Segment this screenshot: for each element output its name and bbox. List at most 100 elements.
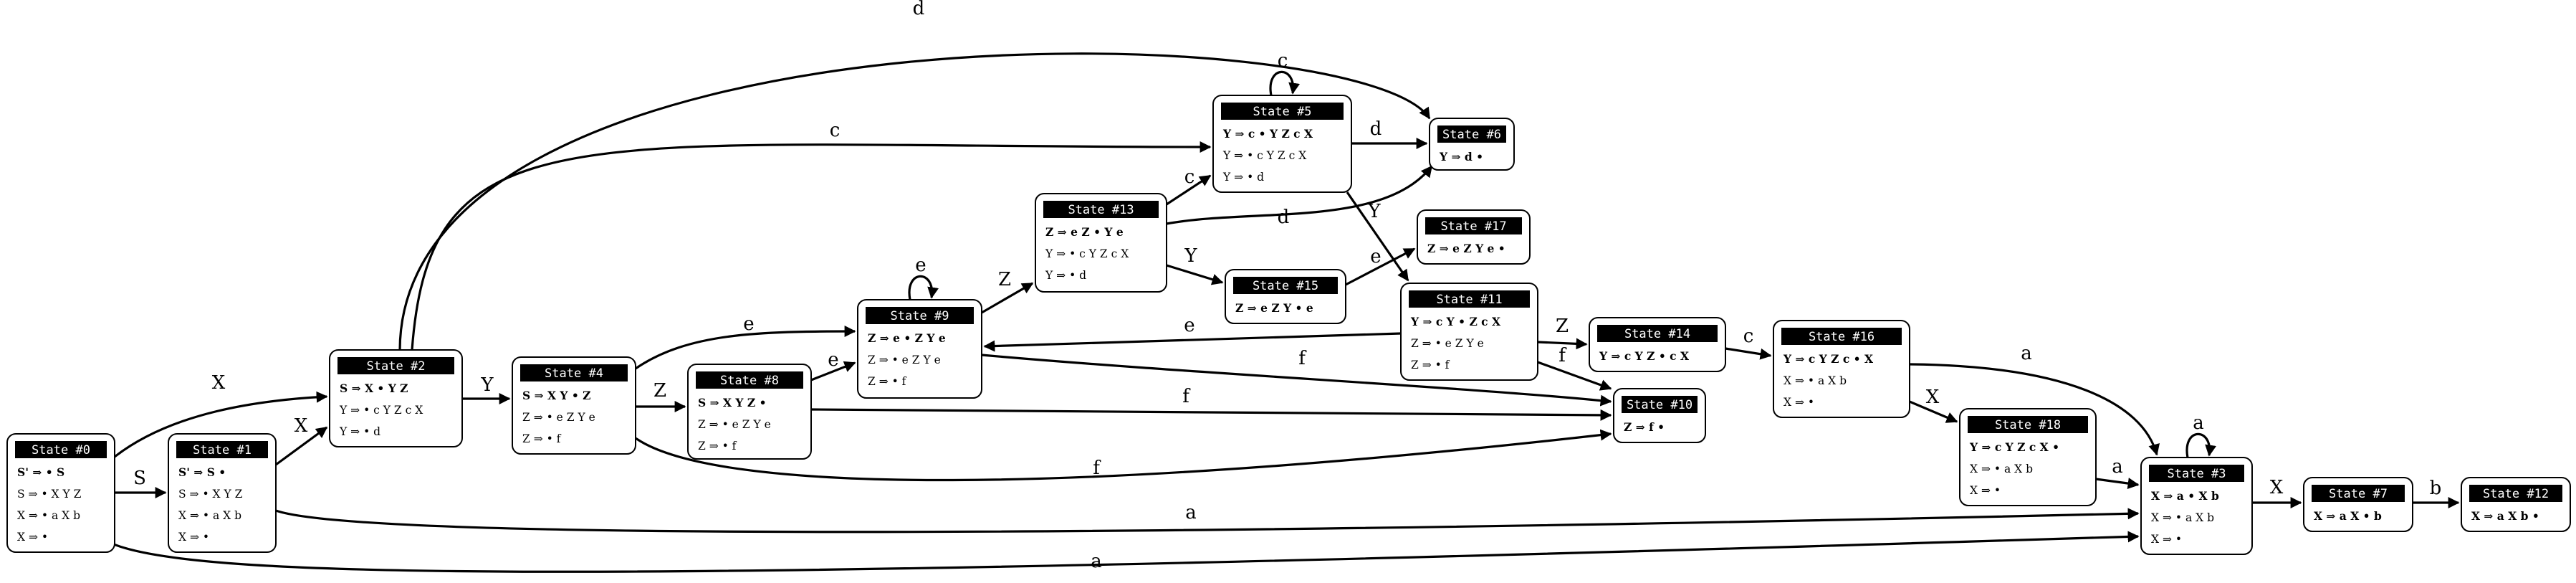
transition-3-to-3 xyxy=(2185,432,2217,458)
state-box xyxy=(6,433,115,553)
state-title: State #14 xyxy=(1624,327,1690,341)
transition-label: e xyxy=(1184,315,1194,336)
transition-label: Z xyxy=(998,269,1011,290)
transition-label: e xyxy=(1370,246,1381,267)
state-header xyxy=(2469,485,2562,502)
state-node-3: State #3X ⇒ a • X bX ⇒ • a X bX ⇒ • xyxy=(2140,457,2253,555)
lr-item: Z ⇒ • f xyxy=(698,440,737,452)
state-title: State #8 xyxy=(720,374,779,388)
lr-item: Z ⇒ • e Z Y e xyxy=(1411,337,1484,350)
lr-item: Z ⇒ e • Z Y e xyxy=(868,331,946,345)
transition-label: d xyxy=(1370,118,1382,140)
state-header xyxy=(15,441,107,458)
lr-item: Y ⇒ c • Y Z c X xyxy=(1222,127,1313,141)
transition-1-to-2 xyxy=(275,426,328,466)
state-title: State #4 xyxy=(545,366,603,381)
transition-label: X xyxy=(1926,387,1940,408)
state-header xyxy=(337,357,454,374)
lr-item: Z ⇒ • e Z Y e xyxy=(868,354,941,366)
transition-label: X xyxy=(295,415,308,437)
transition-label: f xyxy=(1093,458,1101,479)
transition-label: Y xyxy=(1184,245,1197,267)
lr-item: Y ⇒ • c Y Z c X xyxy=(339,404,423,417)
state-title: State #3 xyxy=(2168,467,2226,481)
transition-18-to-3 xyxy=(2095,478,2140,489)
transition-11-to-14 xyxy=(1537,338,1588,350)
lr-item: Z ⇒ e Z Y e • xyxy=(1427,242,1505,255)
state-box xyxy=(857,299,982,399)
transition-label: X xyxy=(2270,477,2284,498)
lr-item: Y ⇒ c Y Z c • X xyxy=(1783,352,1874,366)
state-node-11: State #11Y ⇒ c Y • Z c XZ ⇒ • e Z Y eZ ⇒… xyxy=(1400,283,1538,381)
transition-label: a xyxy=(2112,456,2123,478)
lr-item: Y ⇒ • d xyxy=(1045,269,1086,282)
transition-16-to-3 xyxy=(1909,363,2160,456)
transition-label: f xyxy=(1558,345,1567,366)
state-title: State #16 xyxy=(1809,330,1874,344)
state-header xyxy=(866,307,974,324)
lr-item: S' ⇒ S • xyxy=(178,465,226,479)
transition-label: S xyxy=(133,468,146,489)
state-box xyxy=(168,433,277,553)
transition-4-to-9 xyxy=(635,326,856,370)
transition-label: e xyxy=(743,313,754,335)
transition-label: f xyxy=(1182,386,1191,407)
transition-2-to-6 xyxy=(398,52,1431,351)
states-layer: State #0 S' ⇒ • S S ⇒ • X Y Z X ⇒ • a X b X … xyxy=(6,95,2571,555)
state-node-16: State #16Y ⇒ c Y Z c • XX ⇒ • a X bX ⇒ • xyxy=(1773,320,1910,418)
transition-label: X xyxy=(212,372,226,394)
transition-label: c xyxy=(1743,326,1754,347)
state-title: State #13 xyxy=(1068,203,1134,217)
transition-8-to-9 xyxy=(810,361,856,381)
lr-item: S ⇒ • X Y Z xyxy=(178,488,243,501)
lr-item: X ⇒ • xyxy=(1783,396,1814,409)
state-header xyxy=(1409,290,1530,308)
lr-item: X ⇒ a X • b xyxy=(2314,509,2382,523)
lr-item: S' ⇒ • S xyxy=(17,465,64,479)
lr-item: Y ⇒ • c Y Z c X xyxy=(1222,149,1306,162)
lr-item: Z ⇒ f • xyxy=(1624,420,1665,434)
state-header xyxy=(1597,325,1718,342)
state-header xyxy=(1622,396,1698,413)
lr-item: X ⇒ • xyxy=(17,531,48,544)
transition-label: b xyxy=(2430,478,2442,499)
state-node-7: State #7X ⇒ a X • b xyxy=(2303,477,2413,532)
state-node-8: State #8S ⇒ X Y Z •Z ⇒ • e Z Y eZ ⇒ • f xyxy=(687,364,812,460)
state-header xyxy=(1043,201,1159,218)
lr-item: Y ⇒ • d xyxy=(1222,171,1264,184)
state-node-2: State #2S ⇒ X • Y ZY ⇒ • c Y Z c XY ⇒ • … xyxy=(329,349,463,447)
state-title: State #10 xyxy=(1627,398,1692,412)
state-node-17: State #17Z ⇒ e Z Y e • xyxy=(1417,209,1531,265)
state-node-12: State #12X ⇒ a X b • xyxy=(2461,477,2571,532)
transition-9-to-13 xyxy=(981,282,1034,314)
transition-label: d xyxy=(1278,207,1290,228)
lr-item: Z ⇒ • f xyxy=(522,432,562,445)
lr-item: Z ⇒ • e Z Y e xyxy=(522,411,595,424)
state-title: State #2 xyxy=(367,359,426,374)
transition-label: c xyxy=(830,120,841,141)
state-node-6: State #6Y ⇒ d • xyxy=(1429,118,1515,171)
transition-0-to-2 xyxy=(114,391,328,458)
transition-5-to-5 xyxy=(1269,70,1301,96)
transition-13-to-5 xyxy=(1166,174,1212,206)
transition-9-to-9 xyxy=(908,275,939,300)
lr-item: Z ⇒ e Z Y • e xyxy=(1235,301,1313,315)
transition-label: Y xyxy=(480,374,494,396)
transition-11-to-10 xyxy=(1537,361,1612,391)
state-header xyxy=(520,364,628,381)
state-node-15: State #15Z ⇒ e Z Y • e xyxy=(1225,269,1346,324)
transitions-layer xyxy=(107,52,2460,573)
lr-item: S ⇒ • X Y Z xyxy=(17,488,82,501)
state-header xyxy=(1781,328,1902,345)
lr-item: Z ⇒ • f xyxy=(868,375,907,388)
state-title: State #0 xyxy=(32,443,90,458)
transition-label: Y xyxy=(1367,201,1381,222)
transition-11-to-9 xyxy=(983,332,1402,352)
lr-item: X ⇒ • xyxy=(2151,533,2182,546)
lr-item: Y ⇒ • c Y Z c X xyxy=(1045,247,1129,260)
state-title: State #9 xyxy=(891,309,949,323)
transition-label: Z xyxy=(653,380,666,402)
lr-item: X ⇒ a • X b xyxy=(2151,489,2219,503)
lr-item: Y ⇒ c Y Z • c X xyxy=(1599,349,1690,363)
